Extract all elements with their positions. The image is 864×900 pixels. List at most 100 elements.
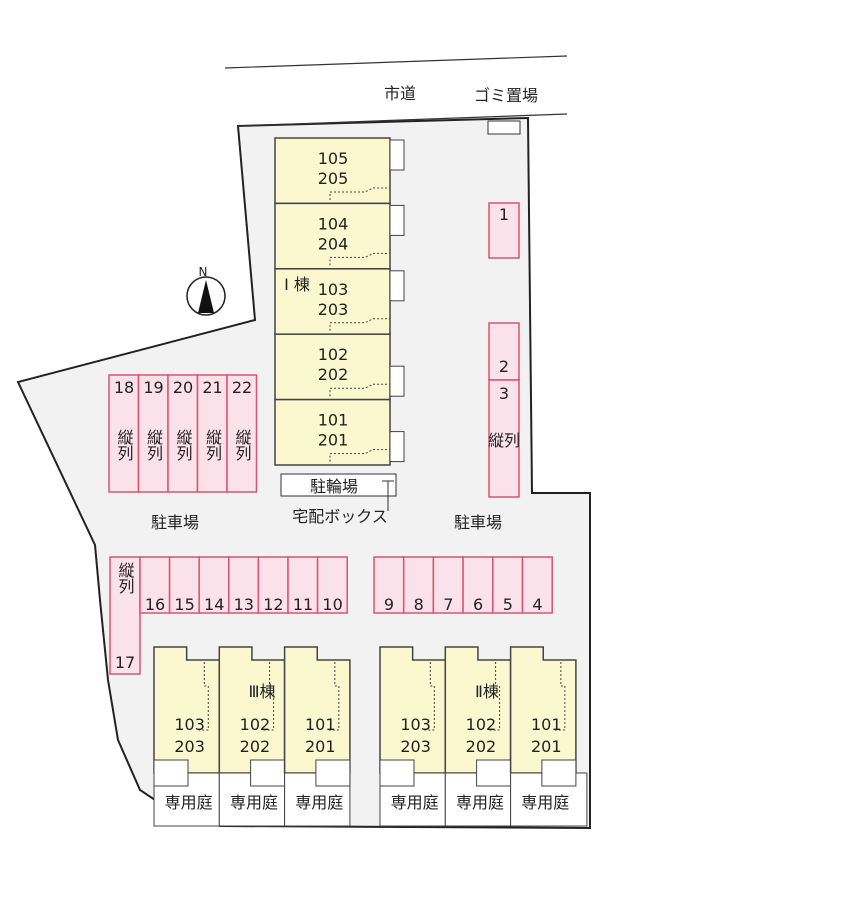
unit-number: 101 (531, 715, 562, 734)
unit-number: 201 (531, 737, 562, 756)
parking-space-10 (316, 556, 348, 614)
north-arrow-icon (198, 280, 214, 313)
unit-number: 201 (305, 737, 336, 756)
tandem-label: 縦列 (174, 429, 193, 462)
parking-number: 2 (499, 357, 509, 376)
parking-number: 7 (443, 595, 453, 614)
partition-line (329, 187, 390, 200)
partition-line (424, 662, 435, 731)
parking-space-18 (108, 374, 140, 493)
parking-label-left: 駐車場 (151, 513, 199, 532)
unit-number: 202 (318, 365, 349, 384)
unit-number: 101 (318, 411, 349, 430)
bike-parking-label: 駐輪場 (310, 477, 358, 496)
parking-space-2 (488, 322, 520, 381)
parking-number: 4 (532, 595, 542, 614)
balcony (389, 270, 405, 302)
compass: N (186, 265, 226, 316)
tandem-label: 縦列 (116, 562, 135, 595)
unit-number: 203 (174, 737, 205, 756)
parking-number: 19 (143, 378, 163, 397)
balcony (389, 139, 405, 171)
storage-box (250, 759, 286, 787)
unit-number: 103 (400, 715, 431, 734)
parking-space-17 (109, 556, 141, 675)
partition-line (329, 252, 390, 266)
road-edge-line (237, 113, 568, 127)
unit-number: 202 (240, 737, 271, 756)
unit-number: 101 (305, 715, 336, 734)
parking-space-7 (432, 556, 464, 614)
tandem-label: 縦列 (233, 429, 252, 462)
tandem-label: 縦列 (203, 429, 222, 462)
tandem-label: 縦列 (115, 429, 134, 462)
parking-space-16 (139, 556, 171, 614)
parking-label-right: 駐車場 (454, 513, 502, 532)
parking-number: 3 (499, 384, 509, 403)
unit-number: 102 (318, 345, 349, 364)
parking-space-21 (196, 374, 228, 493)
unit-number: 105 (318, 149, 349, 168)
balcony (389, 204, 405, 236)
bike-parking (280, 473, 397, 497)
unit-number: 102 (466, 715, 497, 734)
parking-number: 8 (414, 595, 424, 614)
compass-n: N (199, 265, 208, 279)
parking-number: 14 (204, 595, 224, 614)
parking-space-9 (373, 556, 405, 614)
partition-line (489, 662, 501, 731)
unit-number: 102 (240, 715, 271, 734)
private-garden-label: 専用庭 (391, 793, 439, 812)
unit-block (274, 137, 391, 205)
partition-line (329, 449, 390, 462)
city-road-label: 市道 (384, 84, 416, 103)
private-garden-label: 専用庭 (230, 793, 278, 812)
private-garden-label: 専用庭 (165, 793, 213, 812)
parking-number: 21 (202, 378, 222, 397)
storage-box (153, 759, 189, 787)
building-3-name: Ⅲ棟 (248, 682, 275, 701)
partition-line (198, 662, 209, 731)
unit-number: 202 (466, 737, 497, 756)
unit-number: 204 (318, 234, 349, 253)
tandem-label: 縦列 (488, 431, 520, 450)
road-edge-line (224, 55, 568, 69)
unit-number: 203 (318, 300, 349, 319)
parking-number: 15 (174, 595, 194, 614)
parking-number: 13 (234, 595, 254, 614)
parking-space-12 (257, 556, 289, 614)
unit-block (274, 398, 391, 466)
parking-space-14 (198, 556, 230, 614)
delivery-box-icon (382, 480, 394, 511)
tandem-label: 縦列 (144, 429, 163, 462)
balcony (389, 365, 405, 397)
private-garden-label: 専用庭 (295, 793, 343, 812)
delivery-box-label: 宅配ボックス (292, 507, 388, 526)
parking-space-3 (488, 379, 520, 498)
building-2-name: Ⅱ棟 (475, 682, 499, 701)
parking-number: 20 (173, 378, 193, 397)
balcony (389, 431, 405, 463)
parking-space-13 (228, 556, 260, 614)
parking-space-20 (167, 374, 199, 493)
unit-number: 201 (318, 431, 349, 450)
parking-number: 1 (499, 205, 509, 224)
parking-number: 16 (145, 595, 165, 614)
parking-space-4 (521, 556, 553, 614)
partition-line (554, 662, 566, 731)
parking-number: 11 (293, 595, 313, 614)
parking-space-1 (488, 202, 520, 259)
unit-number: 104 (318, 214, 349, 233)
partition-line (329, 318, 390, 331)
parking-number: 6 (473, 595, 483, 614)
parking-number: 18 (114, 378, 134, 397)
building-1-name: I 棟 (284, 275, 310, 294)
unit-number: 103 (318, 280, 349, 299)
private-garden-label: 専用庭 (456, 793, 504, 812)
